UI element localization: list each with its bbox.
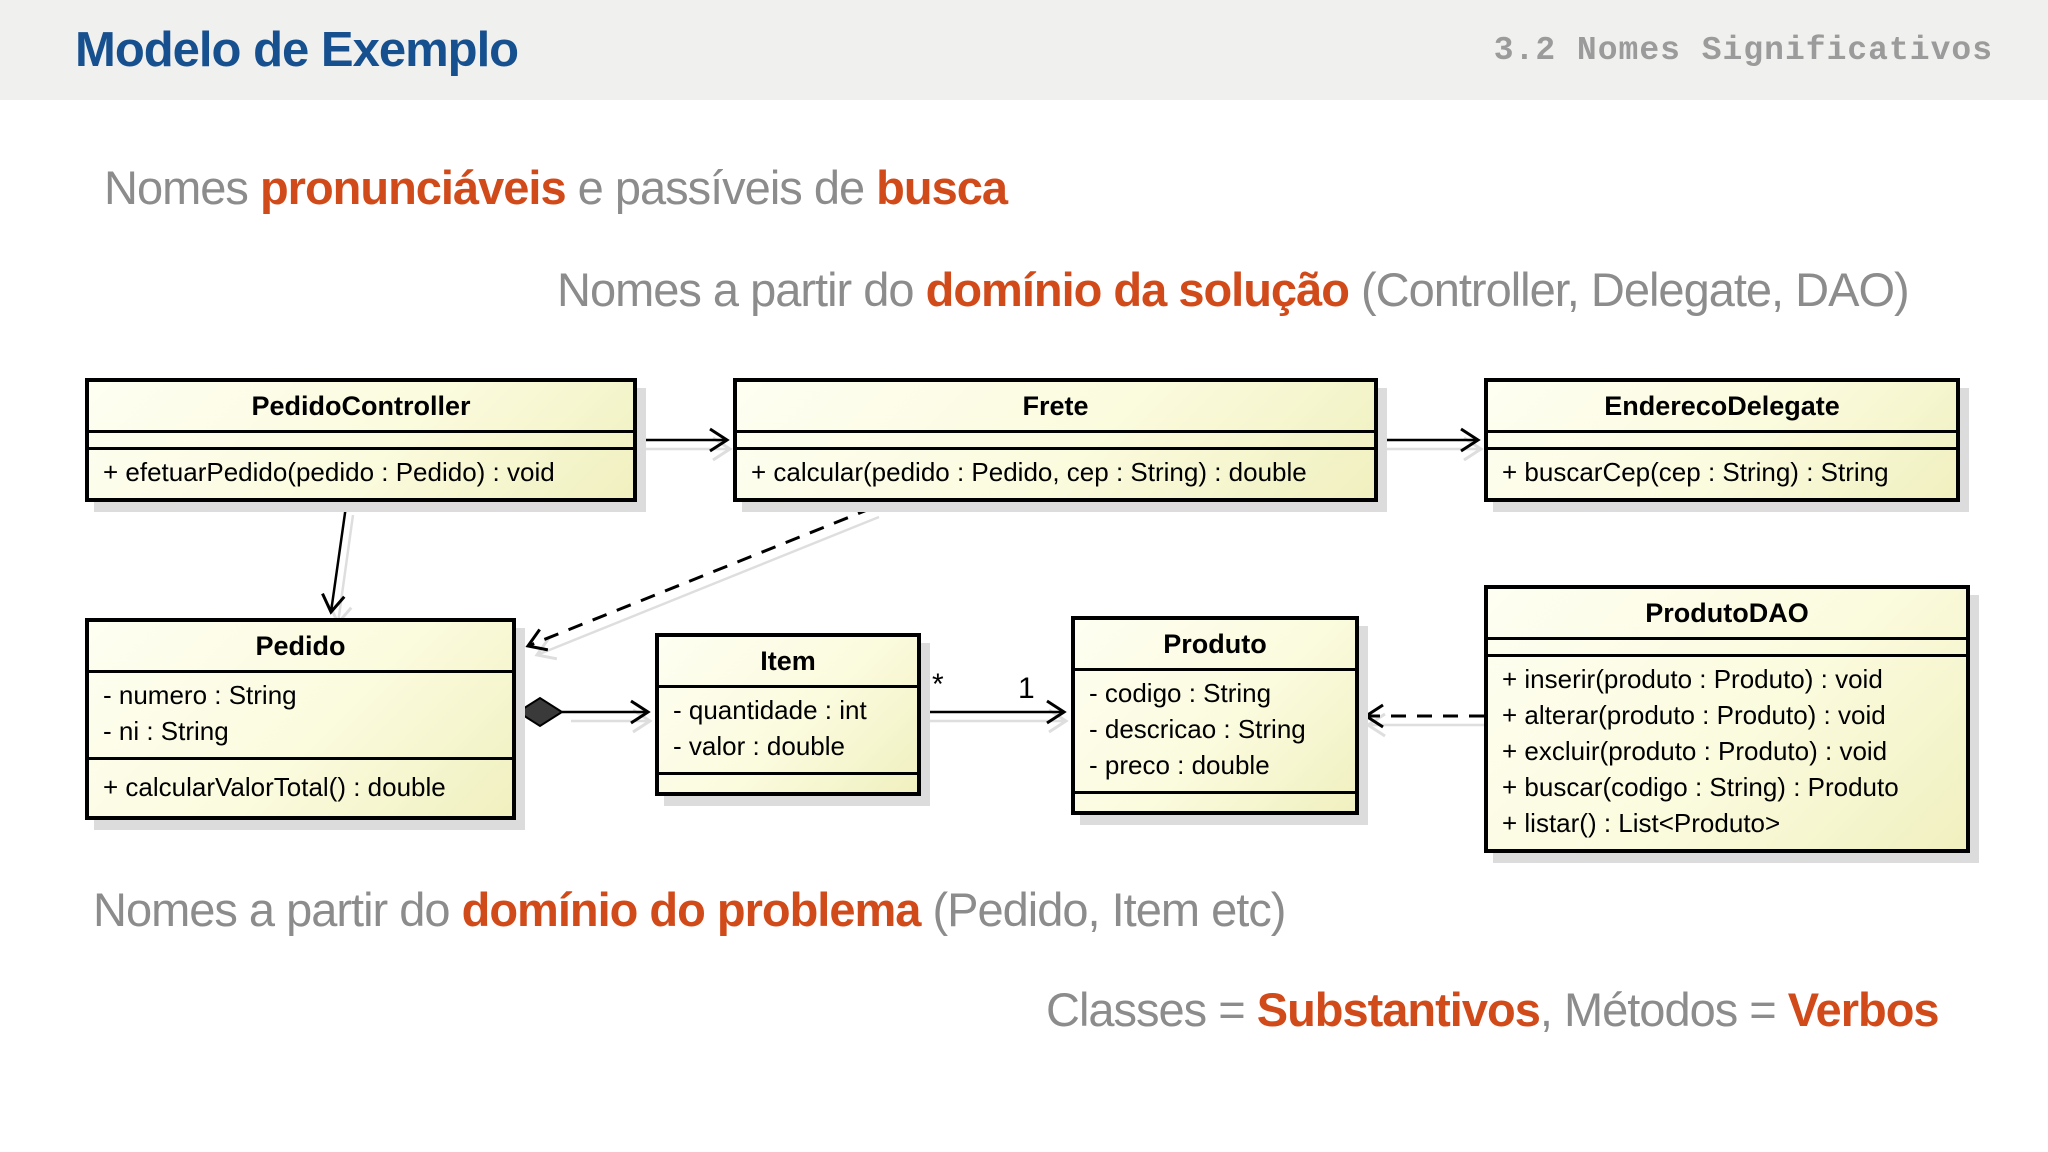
- attribute: - quantidade : int: [673, 695, 867, 725]
- text-fragment: e passíveis de: [565, 161, 877, 214]
- text-fragment: Nomes a partir do: [557, 263, 926, 316]
- methods-compartment: [1075, 794, 1355, 811]
- method: + inserir(produto : Produto) : void: [1502, 664, 1883, 694]
- attributes-compartment: - quantidade : int - valor : double: [659, 688, 917, 775]
- highlight-busca: busca: [876, 161, 1008, 214]
- text-fragment: Nomes: [104, 161, 260, 214]
- methods-compartment: + calcular(pedido : Pedido, cep : String…: [737, 450, 1374, 498]
- class-name: Item: [659, 637, 917, 688]
- method: + buscar(codigo : String) : Produto: [1502, 772, 1899, 802]
- annotation-dominio-problema: Nomes a partir do domínio do problema (P…: [93, 882, 1286, 937]
- methods-compartment: + efetuarPedido(pedido : Pedido) : void: [89, 450, 633, 498]
- attribute: - numero : String: [103, 680, 297, 710]
- highlight-verbos: Verbos: [1787, 983, 1940, 1036]
- class-name: Frete: [737, 382, 1374, 433]
- highlight-dominio-solucao: domínio da solução: [925, 263, 1350, 316]
- method: + listar() : List<Produto>: [1502, 808, 1781, 838]
- shadow-wire: [534, 515, 880, 661]
- class-produto: Produto - codigo : String - descricao : …: [1071, 616, 1359, 815]
- class-name: Produto: [1075, 620, 1355, 671]
- method: + calcular(pedido : Pedido, cep : String…: [751, 457, 1307, 487]
- attribute: - descricao : String: [1089, 714, 1306, 744]
- attributes-compartment: - numero : String - ni : String: [89, 673, 512, 760]
- method: + efetuarPedido(pedido : Pedido) : void: [103, 457, 555, 487]
- attributes-compartment: - codigo : String - descricao : String -…: [1075, 671, 1355, 794]
- class-name: PedidoController: [89, 382, 633, 433]
- annotation-dominio-solucao: Nomes a partir do domínio da solução (Co…: [557, 262, 1910, 317]
- attribute: - codigo : String: [1089, 678, 1272, 708]
- text-fragment: (Pedido, Item etc): [920, 883, 1286, 936]
- attributes-compartment: [1488, 433, 1956, 450]
- slide-title: Modelo de Exemplo: [75, 23, 519, 77]
- attribute: - ni : String: [103, 716, 229, 746]
- attributes-compartment: [737, 433, 1374, 450]
- method: + calcularValorTotal() : double: [103, 772, 446, 802]
- class-produtodao: ProdutoDAO + inserir(produto : Produto) …: [1484, 585, 1970, 853]
- methods-compartment: + calcularValorTotal() : double: [89, 760, 512, 816]
- methods-compartment: + inserir(produto : Produto) : void + al…: [1488, 657, 1966, 849]
- text-fragment: Classes =: [1046, 983, 1257, 1036]
- class-item: Item - quantidade : int - valor : double: [655, 633, 921, 796]
- highlight-dominio-problema: domínio do problema: [461, 883, 922, 936]
- class-name: ProdutoDAO: [1488, 589, 1966, 640]
- class-name: Pedido: [89, 622, 512, 673]
- text-fragment: (Controller, Delegate, DAO): [1348, 263, 1910, 316]
- method: + buscarCep(cep : String) : String: [1502, 457, 1889, 487]
- methods-compartment: + buscarCep(cep : String) : String: [1488, 450, 1956, 498]
- method: + alterar(produto : Produto) : void: [1502, 700, 1886, 730]
- dependency-frete-pedido: [525, 506, 873, 652]
- attributes-compartment: [89, 433, 633, 450]
- annotation-pronunciaveis: Nomes pronunciáveis e passíveis de busca: [104, 160, 1008, 215]
- attribute: - valor : double: [673, 731, 845, 761]
- method: + excluir(produto : Produto) : void: [1502, 736, 1888, 766]
- class-frete: Frete + calcular(pedido : Pedido, cep : …: [733, 378, 1378, 502]
- attribute: - preco : double: [1089, 750, 1270, 780]
- multiplicity-star: *: [932, 668, 944, 701]
- text-fragment: , Métodos =: [1539, 983, 1788, 1036]
- attributes-compartment: [1488, 640, 1966, 657]
- slide-header: Modelo de Exemplo 3.2 Nomes Significativ…: [0, 0, 2048, 100]
- text-fragment: Nomes a partir do: [93, 883, 462, 936]
- annotation-classes-metodos: Classes = Substantivos, Métodos = Verbos: [1046, 982, 1940, 1037]
- class-pedidocontroller: PedidoController + efetuarPedido(pedido …: [85, 378, 637, 502]
- class-enderecodelegate: EnderecoDelegate + buscarCep(cep : Strin…: [1484, 378, 1960, 502]
- methods-compartment: [659, 775, 917, 792]
- highlight-substantivos: Substantivos: [1256, 983, 1541, 1036]
- association-pedidocontroller-pedido: [321, 505, 348, 615]
- section-label: 3.2 Nomes Significativos: [1493, 31, 1993, 69]
- highlight-pronunciaveis: pronunciáveis: [259, 161, 567, 214]
- composition-diamond: [516, 696, 564, 728]
- class-name: EnderecoDelegate: [1488, 382, 1956, 433]
- class-pedido: Pedido - numero : String - ni : String +…: [85, 618, 516, 820]
- shadow-wire: [328, 514, 355, 626]
- multiplicity-one: 1: [1018, 672, 1035, 705]
